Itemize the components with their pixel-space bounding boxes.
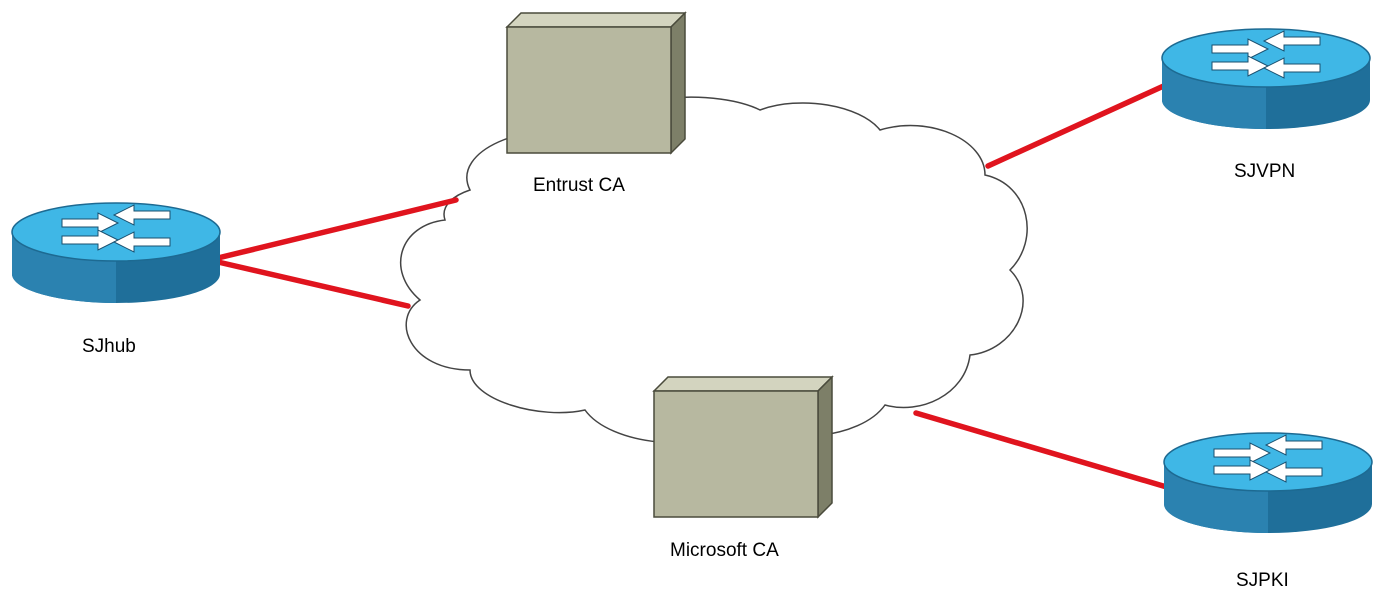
microsoft-ca-label: Microsoft CA [670, 540, 779, 561]
link-sjhub-network-lower [215, 259, 411, 309]
sjvpn-label: SJVPN [1234, 161, 1295, 182]
links [215, 81, 1173, 491]
sjhub-label: SJhub [82, 336, 136, 357]
server-icon [506, 12, 686, 154]
link-sjpki-network [913, 410, 1173, 491]
router-icon [1161, 28, 1371, 130]
sjvpn-router: SJVPN [1161, 28, 1371, 182]
router-icon [11, 202, 221, 304]
entrust-ca-label: Entrust CA [533, 175, 625, 196]
sjhub-router: SJhub [11, 202, 221, 357]
link-sjhub-network-upper [215, 197, 459, 261]
link-sjvpn-network [985, 81, 1171, 169]
entrust-ca-server: Entrust CA [506, 12, 686, 196]
cloud-icon [400, 96, 1028, 444]
sjpki-label: SJPKI [1236, 570, 1289, 589]
sjpki-router: SJPKI [1163, 432, 1373, 589]
server-icon [653, 376, 833, 518]
router-icon [1163, 432, 1373, 534]
microsoft-ca-server: Microsoft CA [653, 376, 833, 561]
